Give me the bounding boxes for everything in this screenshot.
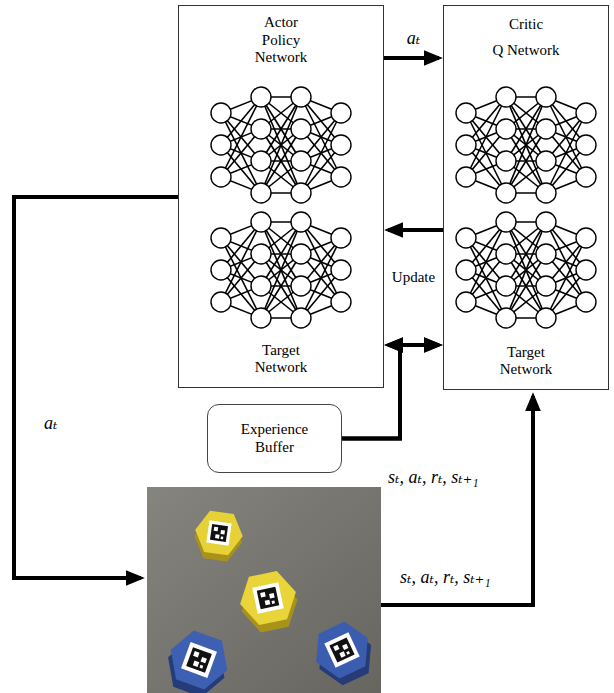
net-neuron [576, 292, 596, 312]
net-neuron [331, 228, 351, 248]
net-neuron [251, 308, 271, 328]
net-neuron [291, 183, 311, 203]
net-neuron [456, 167, 476, 187]
net-neuron [211, 135, 231, 155]
net-neuron [536, 244, 556, 264]
net-neuron [576, 103, 596, 123]
net-neuron [496, 276, 516, 296]
action-label: aₜ [42, 414, 59, 434]
buffer-sample-arrow [342, 345, 439, 439]
net-neuron [536, 151, 556, 171]
blue-robot [159, 625, 236, 693]
net-neuron [456, 260, 476, 280]
net-neuron [251, 276, 271, 296]
buffer-box: Experience Buffer [207, 404, 342, 473]
edge-label: Update [390, 269, 437, 286]
net-neuron [496, 119, 516, 139]
net-neuron [251, 244, 271, 264]
net-neuron [291, 308, 311, 328]
net-neuron [496, 151, 516, 171]
net-neuron [536, 308, 556, 328]
net-link [261, 222, 301, 318]
net-neuron [291, 212, 311, 232]
action-arrow [384, 56, 439, 60]
update-arrow [388, 228, 443, 232]
net-link [261, 97, 301, 193]
net-neuron [536, 87, 556, 107]
yellow-robot [191, 509, 245, 563]
node-title: Target Network [490, 344, 562, 379]
net-neuron [291, 151, 311, 171]
net-link [261, 97, 301, 193]
node-title: Actor Policy Network [245, 14, 317, 67]
neural-net [456, 87, 596, 203]
net-neuron [251, 87, 271, 107]
net-neuron [496, 244, 516, 264]
net-neuron [211, 292, 231, 312]
net-neuron [251, 119, 271, 139]
net-link [506, 97, 546, 193]
net-neuron [331, 103, 351, 123]
net-neuron [456, 103, 476, 123]
node-title: Q Network [492, 42, 559, 60]
transition-label: sₜ, aₜ, rₜ, sₜ₊₁ [398, 568, 493, 588]
net-neuron [456, 135, 476, 155]
net-neuron [576, 167, 596, 187]
net-neuron [456, 228, 476, 248]
net-neuron [536, 276, 556, 296]
net-neuron [291, 276, 311, 296]
net-neuron [211, 167, 231, 187]
net-neuron [331, 135, 351, 155]
net-neuron [251, 183, 271, 203]
net-neuron [291, 244, 311, 264]
net-link [506, 222, 546, 318]
neural-net [211, 212, 351, 328]
node-title: Target Network [245, 342, 317, 377]
net-neuron [536, 183, 556, 203]
neural-net [211, 87, 351, 203]
edge-label: aₜ [405, 27, 422, 49]
net-neuron [211, 103, 231, 123]
net-neuron [576, 135, 596, 155]
transition-label: sₜ, aₜ, rₜ, sₜ₊₁ [386, 468, 481, 488]
net-link [506, 222, 546, 318]
net-link [506, 97, 546, 193]
net-link [261, 222, 301, 318]
net-neuron [536, 212, 556, 232]
buffer-sample-arrow [342, 345, 400, 439]
node-title: Critic [509, 16, 543, 34]
net-neuron [496, 87, 516, 107]
net-neuron [291, 119, 311, 139]
actor-box: Actor Policy NetworkTarget Network [178, 5, 384, 388]
net-neuron [456, 292, 476, 312]
blue-robot [306, 616, 382, 692]
net-neuron [496, 308, 516, 328]
net-neuron [496, 183, 516, 203]
net-neuron [211, 228, 231, 248]
net-neuron [576, 228, 596, 248]
node-title: Experience Buffer [233, 421, 317, 456]
neural-nets [211, 87, 596, 328]
net-neuron [211, 260, 231, 280]
neural-net [456, 212, 596, 328]
net-neuron [251, 212, 271, 232]
net-neuron [331, 292, 351, 312]
net-neuron [496, 212, 516, 232]
critic-box: Critic Q NetworkTarget Network [443, 5, 609, 390]
net-neuron [536, 119, 556, 139]
action-wire [14, 197, 178, 578]
net-neuron [331, 167, 351, 187]
net-neuron [291, 87, 311, 107]
net-neuron [331, 260, 351, 280]
robot-photo [147, 487, 381, 693]
yellow-robot [235, 568, 303, 636]
net-neuron [251, 151, 271, 171]
transition-wire [381, 396, 533, 605]
net-neuron [576, 260, 596, 280]
